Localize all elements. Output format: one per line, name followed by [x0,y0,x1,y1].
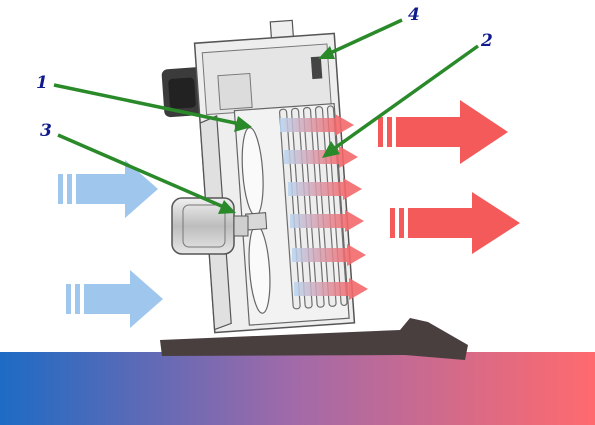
hot-air-arrow-icon [378,100,508,164]
pointer-3 [57,133,227,210]
callout-3-label: 3 [40,121,52,141]
pointer-2-head [322,141,340,158]
stand-base [160,318,468,360]
hot-air-arrow-icon [390,192,520,254]
callout-1-label: 1 [36,73,48,93]
rear-motor-cap [168,77,196,109]
pointer-arrows [53,18,480,214]
pointer-1-head [234,116,252,132]
pointer-4-head [318,46,335,59]
internal-airflow [280,114,368,300]
pointer-1 [53,83,241,126]
cold-air-arrow-icon [58,160,158,218]
callout-2-label: 2 [480,31,493,51]
cold-air-arrow-icon [66,270,163,328]
callout-4-label: 4 [408,5,420,25]
pointer-2 [330,44,480,152]
pointer-3-head [218,200,236,214]
thermostat-switch [310,56,323,80]
motor-icon [171,197,249,255]
control-module [217,72,253,111]
pointer-4 [327,18,403,56]
fan-blade-icon [241,127,271,314]
temperature-gradient-bar [0,352,595,425]
